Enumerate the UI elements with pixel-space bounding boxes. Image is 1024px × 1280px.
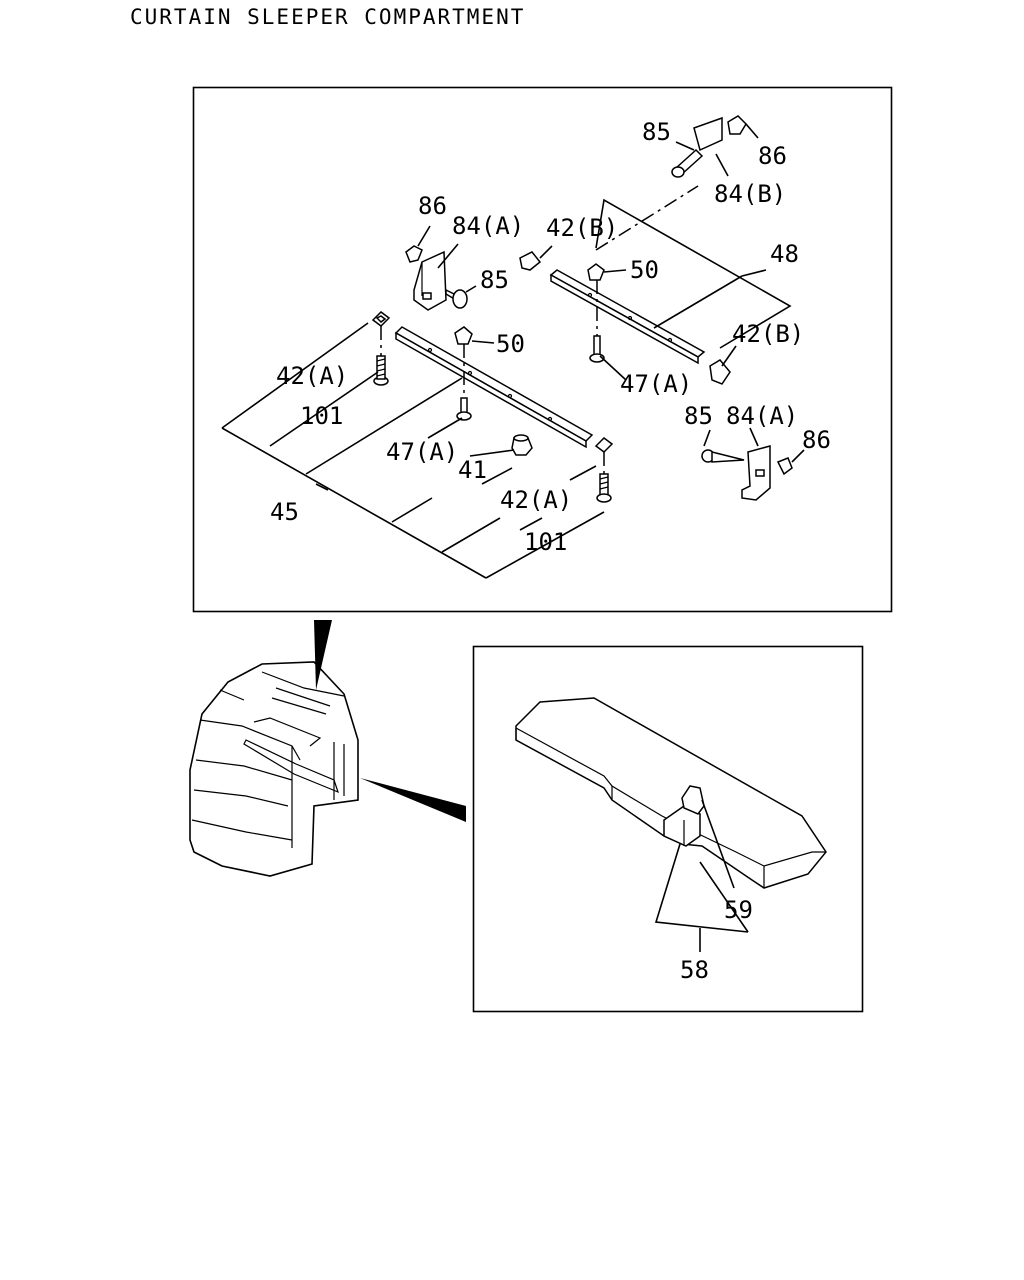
clip-86-left (405, 245, 423, 263)
callout-50-left: 50 (496, 330, 525, 358)
truck-cab (189, 661, 359, 877)
callout-85-top: 85 (642, 118, 671, 146)
callout-101-left: 101 (300, 402, 343, 430)
callout-47a-left: 47(A) (386, 438, 458, 466)
callout-42a-left: 42(A) (276, 362, 348, 390)
callout-45: 45 (270, 498, 299, 526)
bracket-84a-right (741, 445, 771, 501)
screw-85-top (671, 148, 704, 178)
callout-41: 41 (458, 456, 487, 484)
bottom-leader-lines (654, 799, 749, 952)
callout-101-right: 101 (524, 528, 567, 556)
right-curtain-rail (549, 269, 706, 365)
bottom-detail-frame (472, 645, 864, 1013)
screw-101-right (596, 473, 612, 503)
grommet-41 (511, 434, 533, 456)
callout-84b: 84(B) (714, 180, 786, 208)
callout-86-left: 86 (418, 192, 447, 220)
callout-59: 59 (724, 896, 753, 924)
clip-42b-right (709, 359, 731, 385)
bracket-84a-left (413, 250, 447, 311)
screw-85-right (701, 449, 745, 463)
screw-47a-left (456, 397, 472, 421)
callout-50-right: 50 (630, 256, 659, 284)
callout-42a-right: 42(A) (500, 486, 572, 514)
callout-86-right: 86 (802, 426, 831, 454)
centerline-84b (595, 185, 699, 251)
clip-50-left (454, 326, 473, 345)
cover-59 (515, 697, 827, 889)
callout-42b-right: 42(B) (732, 320, 804, 348)
screw-101-left (373, 355, 389, 386)
clip-50-right (587, 263, 605, 281)
callout-58: 58 (680, 956, 709, 984)
clip-42a-right (594, 437, 614, 453)
callout-84a-left: 84(A) (452, 212, 524, 240)
callout-84a-right: 84(A) (726, 402, 798, 430)
top-detail-frame (192, 86, 893, 613)
callout-86-top: 86 (758, 142, 787, 170)
clip-42b-left (519, 251, 542, 271)
top-leader-lines (221, 123, 805, 579)
clip-42a-left (371, 311, 391, 327)
page-title: CURTAIN SLEEPER COMPARTMENT (130, 5, 525, 29)
left-curtain-rail (394, 326, 594, 449)
screw-85-left (445, 288, 468, 309)
callout-48: 48 (770, 240, 799, 268)
pointer-wedge-right (360, 778, 466, 822)
clip-86-right (776, 457, 793, 476)
pointer-wedge-top (314, 620, 332, 690)
callout-42b-top: 42(B) (546, 214, 618, 242)
clip-86-top (727, 115, 747, 135)
callout-85-right: 85 (684, 402, 713, 430)
bracket-84b (693, 116, 723, 152)
callout-47a-right: 47(A) (620, 370, 692, 398)
callout-85-left: 85 (480, 266, 509, 294)
